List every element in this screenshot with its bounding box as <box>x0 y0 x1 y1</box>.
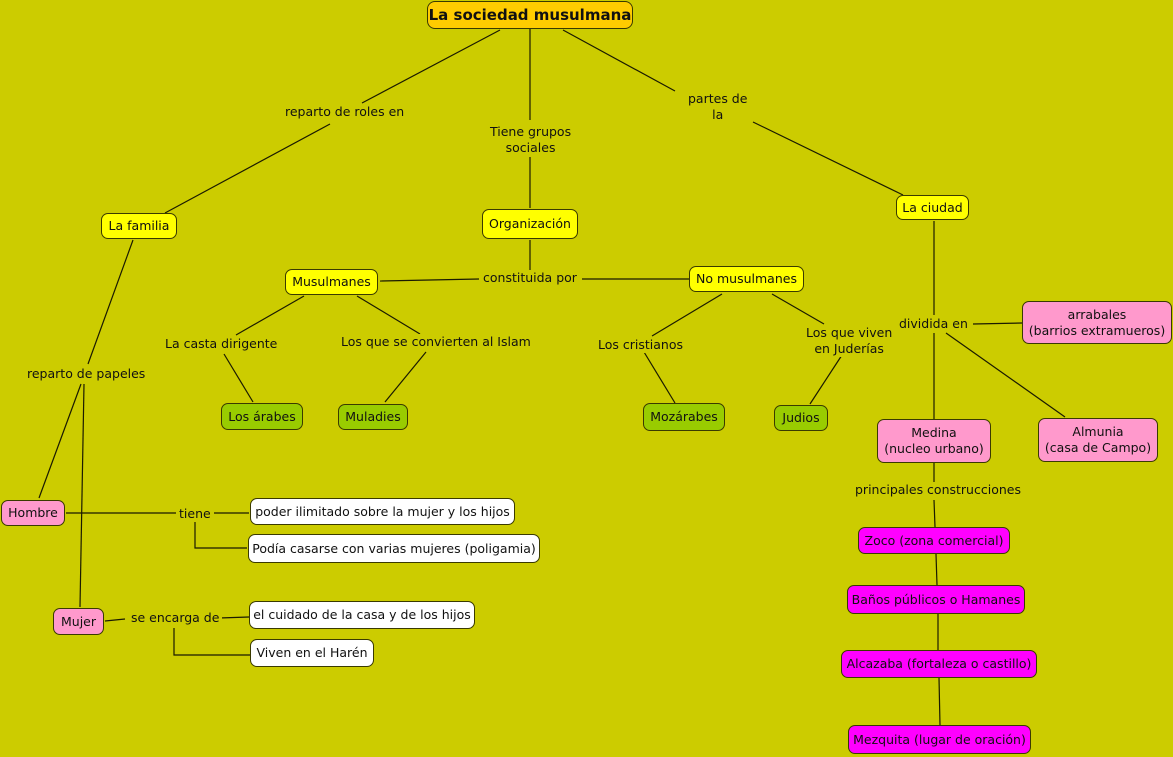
node-haren[interactable]: Viven en el Harén <box>250 639 374 667</box>
node-medina[interactable]: Medina (nucleo urbano) <box>877 419 991 463</box>
node-banos[interactable]: Baños públicos o Hamanes <box>847 585 1025 614</box>
connector <box>173 628 250 656</box>
link-reparto-papeles: reparto de papeles <box>24 366 149 382</box>
connector <box>972 322 1023 325</box>
connector <box>104 618 126 622</box>
connector <box>771 293 825 325</box>
connector <box>235 295 305 336</box>
link-encarga: se encarga de <box>128 610 223 626</box>
connector <box>38 383 82 499</box>
connector <box>933 499 936 528</box>
node-organizacion[interactable]: Organización <box>482 209 578 239</box>
connector <box>809 354 843 405</box>
connector <box>79 383 85 608</box>
node-musulmanes[interactable]: Musulmanes <box>285 269 378 295</box>
node-arabes[interactable]: Los árabes <box>221 403 303 430</box>
node-cuidado[interactable]: el cuidado de la casa y de los hijos <box>249 601 475 629</box>
node-poder[interactable]: poder ilimitado sobre la mujer y los hij… <box>250 498 515 525</box>
link-juderias: Los que viven en Juderías <box>803 325 896 357</box>
node-familia[interactable]: La familia <box>101 213 177 239</box>
connector <box>945 332 1066 418</box>
link-construcciones: principales construcciones <box>852 482 1024 498</box>
node-mezquita[interactable]: Mezquita (lugar de oración) <box>848 725 1031 754</box>
node-judios[interactable]: Judios <box>774 405 828 431</box>
node-zoco[interactable]: Zoco (zona comercial) <box>858 527 1010 554</box>
link-cristianos: Los cristianos <box>595 337 686 353</box>
connector <box>194 521 247 549</box>
connector <box>935 553 938 586</box>
node-hombre[interactable]: Hombre <box>1 500 65 526</box>
link-constituida: constituida por <box>480 270 580 286</box>
node-arrabales[interactable]: arrabales (barrios extramueros) <box>1022 301 1172 344</box>
connector <box>87 239 134 365</box>
connector <box>164 123 331 214</box>
link-partes-de: partes de la <box>685 91 751 123</box>
node-ciudad[interactable]: La ciudad <box>896 195 969 220</box>
node-almunia[interactable]: Almunia (casa de Campo) <box>1038 418 1158 462</box>
connector <box>223 353 254 403</box>
link-tiene-grupos: Tiene grupos sociales <box>487 124 575 156</box>
connector <box>562 29 676 92</box>
link-convierten: Los que se convierten al Islam <box>338 334 534 350</box>
connector <box>651 293 723 337</box>
connector <box>218 616 250 619</box>
link-dividida: dividida en <box>896 316 971 332</box>
node-mujer[interactable]: Mujer <box>53 608 104 635</box>
connector <box>356 295 421 335</box>
connector <box>643 351 676 404</box>
node-muladies[interactable]: Muladies <box>338 404 408 430</box>
link-reparto-roles: reparto de roles en <box>282 104 408 120</box>
node-poligamia[interactable]: Podía casarse con varias mujeres (poliga… <box>248 534 540 563</box>
connector <box>361 29 501 104</box>
connector <box>379 278 480 282</box>
link-casta: La casta dirigente <box>162 336 281 352</box>
connector <box>752 121 904 196</box>
node-alcazaba[interactable]: Alcazaba (fortaleza o castillo) <box>841 650 1037 678</box>
node-mozarabes[interactable]: Mozárabes <box>643 403 725 431</box>
node-no-musulmanes[interactable]: No musulmanes <box>689 266 804 292</box>
connector <box>384 351 427 403</box>
link-tiene: tiene <box>176 506 214 522</box>
connector <box>938 677 941 726</box>
main-title-node[interactable]: La sociedad musulmana <box>427 1 633 29</box>
